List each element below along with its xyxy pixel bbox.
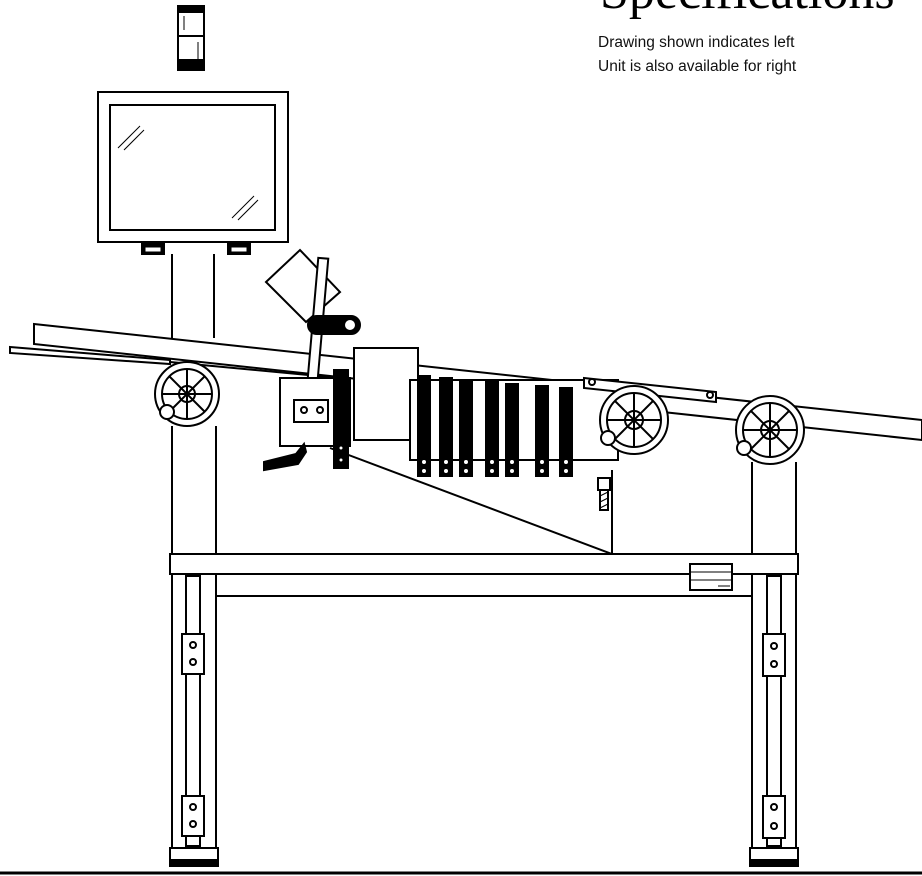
leg-left — [170, 426, 218, 866]
table-crossbar — [170, 554, 798, 596]
display-monitor — [98, 92, 288, 254]
handwheel-far-right — [736, 396, 804, 464]
labeler-head — [264, 250, 418, 470]
monitor-mast — [172, 254, 214, 338]
page-title-fragment: Specifications — [600, 0, 895, 21]
tower-light — [178, 6, 204, 70]
orientation-note: Drawing shown indicates left — [598, 34, 795, 51]
handwheel-left — [155, 362, 219, 426]
availability-note: Unit is also available for right — [598, 58, 797, 75]
handwheel-center-right — [600, 386, 668, 454]
applicator-fingers — [410, 376, 618, 510]
leg-right — [750, 462, 798, 866]
